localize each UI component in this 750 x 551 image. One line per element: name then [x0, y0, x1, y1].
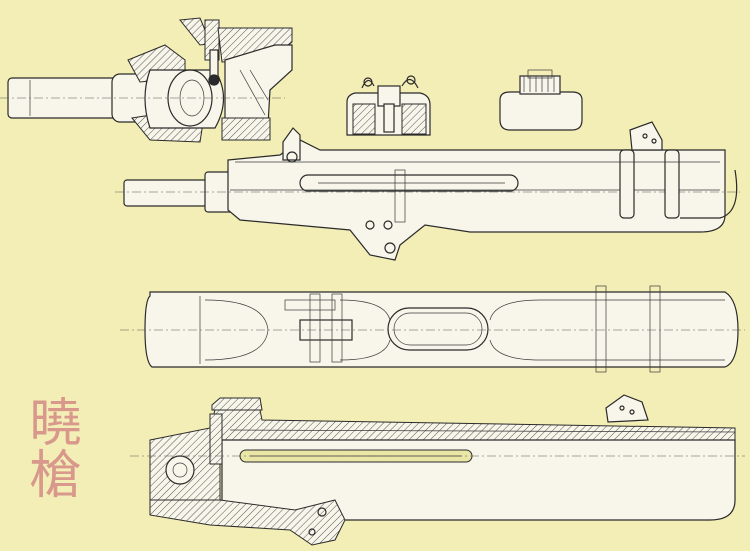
barrel-section-detail [0, 17, 293, 143]
rear-sight-section [346, 75, 431, 136]
receiver-long-section [130, 394, 745, 546]
front-sight-view [499, 69, 583, 131]
calligraphy-seal: 曉槍 [20, 395, 80, 499]
receiver-side-elevation [115, 121, 740, 261]
receiver-top-plan [120, 285, 745, 373]
